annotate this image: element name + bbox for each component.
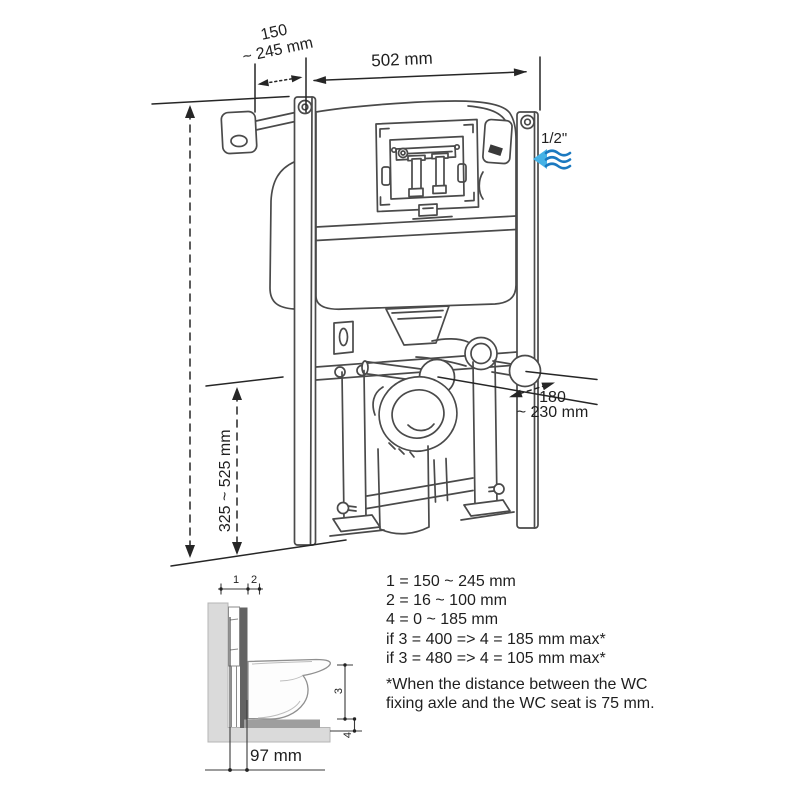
post-right [516, 111, 539, 529]
legend-line-2: 2 = 16 ~ 100 mm [386, 592, 507, 610]
footnote-block: *When the distance between the WC fixing… [386, 676, 655, 713]
legs-and-feet [329, 320, 515, 537]
concealed-cistern [228, 606, 240, 667]
side-view-dimensions [205, 583, 362, 772]
dim-wall-offset [254, 57, 307, 113]
dim-lower-height [170, 376, 347, 567]
post-left [293, 96, 317, 546]
dim-frame-width [313, 56, 541, 111]
water-inlet-icon [533, 149, 572, 170]
dimension-lines [151, 56, 598, 567]
upper-rail [315, 215, 517, 242]
side-mark-3: 3 [332, 687, 345, 695]
side-view-drawing [205, 583, 362, 772]
dim-rod-depth-line1: 180 [539, 389, 566, 406]
footnote-line-2: fixing axle and the WC seat is 75 mm. [386, 694, 655, 712]
side-mark-1: 1 [232, 574, 240, 586]
finished-wall-panel [240, 607, 248, 728]
water-inlet-label: 1/2" [541, 130, 568, 147]
wall-bracket-right [482, 118, 513, 165]
wc-bowl-profile [247, 658, 331, 720]
legend-line-1: 1 = 150 ~ 245 mm [386, 573, 516, 590]
frame-drawing [220, 96, 542, 546]
floor-offset-label: 97 mm [250, 746, 302, 765]
dim-lower-height-label: 325 ~ 525 mm [217, 429, 235, 533]
wall-bracket-left [220, 110, 296, 155]
side-mark-2: 2 [250, 574, 258, 586]
wall-and-floor [207, 602, 331, 743]
dim-rod-depth [437, 370, 598, 406]
footnote-line-1: *When the distance between the WC [386, 676, 648, 693]
side-mark-4: 4 [341, 731, 354, 739]
legend-line-4: if 3 = 400 => 4 = 185 mm max* [386, 630, 606, 648]
dim-rod-depth-line2: ~ 230 mm [516, 404, 589, 421]
dim-rod-depth-label: 180 ~ 230 mm [505, 389, 600, 421]
legend-block: 1 = 150 ~ 245 mm 2 = 16 ~ 100 mm 4 = 0 ~… [386, 572, 606, 668]
floor-reference-line [170, 539, 347, 567]
flush-panel [375, 118, 480, 220]
floor-strip [244, 719, 320, 728]
legend-line-5: if 3 = 480 => 4 = 105 mm max* [386, 649, 606, 667]
waste-bend [372, 376, 458, 458]
legend-line-3: 4 = 0 ~ 185 mm [386, 611, 499, 629]
dim-overall-height [151, 95, 290, 558]
